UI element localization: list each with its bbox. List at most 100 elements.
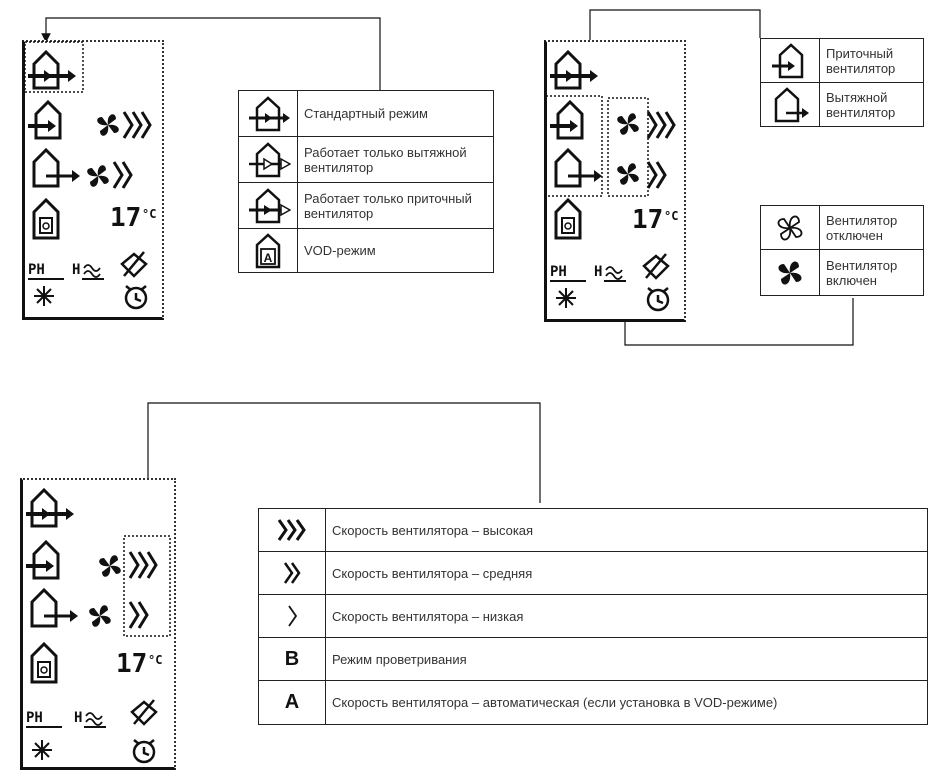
legend-row: Вытяжной вентилятор bbox=[760, 82, 924, 127]
supply-house-icon bbox=[550, 99, 584, 140]
fan-on-icon bbox=[617, 113, 639, 135]
mode-legend-table: Стандартный режим Работает только вытяжн… bbox=[238, 90, 494, 273]
display-2-content: 17 °C PH H bbox=[545, 49, 678, 312]
legend-row: Вентилятор включен bbox=[760, 249, 924, 296]
svg-text:A: A bbox=[264, 251, 273, 265]
legend-label: Режим проветривания bbox=[325, 637, 928, 681]
extract-fan-house-icon bbox=[760, 82, 820, 127]
speed-medium-icon bbox=[112, 161, 133, 189]
extract-house-icon bbox=[32, 147, 80, 188]
humidity-wave-icon bbox=[85, 712, 103, 726]
display-panel-2: 17 °C PH H bbox=[544, 40, 686, 322]
thermometer-house-icon bbox=[30, 641, 58, 684]
letter-a-icon: A bbox=[258, 680, 326, 725]
house-standard-mode-icon bbox=[238, 90, 298, 137]
display-3-content: 17 °C PH H bbox=[26, 487, 171, 764]
speed-high-icon bbox=[128, 551, 158, 579]
temperature-readout: 17 bbox=[116, 649, 147, 679]
house-standard-icon bbox=[28, 49, 76, 90]
speed-high-icon bbox=[122, 111, 152, 139]
speed-medium-icon bbox=[258, 551, 326, 595]
ph-label: PH bbox=[26, 710, 43, 726]
fan-state-legend-table: Вентилятор отключен Вентилятор включен bbox=[760, 205, 924, 296]
house-standard-icon bbox=[26, 487, 74, 528]
display-1-content: 17 °C PH H bbox=[24, 41, 156, 310]
fan-solid-on-icon bbox=[760, 249, 820, 296]
speed-high-icon bbox=[646, 111, 676, 139]
fan-outline-off-icon bbox=[760, 205, 820, 250]
speed-medium-icon bbox=[646, 161, 667, 189]
legend-label: Приточный вентилятор bbox=[819, 38, 924, 83]
speed-legend-table: Скорость вентилятора – высокая Скорость … bbox=[258, 508, 928, 725]
legend-row: Скорость вентилятора – высокая bbox=[258, 508, 928, 552]
thermometer-house-icon bbox=[32, 197, 60, 240]
extract-house-icon bbox=[30, 587, 78, 628]
speed-high-icon bbox=[258, 508, 326, 552]
house-vod-mode-icon: A bbox=[238, 228, 298, 273]
alarm-clock-icon bbox=[646, 287, 670, 312]
alarm-clock-icon bbox=[132, 739, 156, 764]
legend-label: Вентилятор включен bbox=[819, 249, 924, 296]
fan-on-icon bbox=[99, 555, 121, 577]
legend-row: A Скорость вентилятора – автоматическая … bbox=[258, 680, 928, 725]
fan-on-icon-2 bbox=[87, 165, 109, 187]
humidity-wave-icon bbox=[605, 266, 623, 280]
filter-icon bbox=[120, 251, 148, 278]
degree-c-icon: °C bbox=[148, 653, 162, 667]
alarm-clock-icon bbox=[124, 285, 148, 310]
legend-label: Стандартный режим bbox=[297, 90, 494, 137]
h-label: H bbox=[72, 262, 80, 278]
legend-label: Вентилятор отключен bbox=[819, 205, 924, 250]
legend-label: Скорость вентилятора – автоматическая (е… bbox=[325, 680, 928, 725]
snowflake-icon bbox=[556, 288, 576, 308]
ph-label: PH bbox=[28, 262, 45, 278]
legend-row: Работает только приточный вентилятор bbox=[238, 182, 494, 229]
legend-label: Работает только вытяжной вентилятор bbox=[297, 136, 494, 183]
legend-row: Стандартный режим bbox=[238, 90, 494, 137]
speed-medium-icon bbox=[128, 601, 149, 629]
temperature-readout: 17 bbox=[632, 205, 663, 235]
h-label: H bbox=[594, 264, 602, 280]
legend-row: Скорость вентилятора – средняя bbox=[258, 551, 928, 595]
ph-label: PH bbox=[550, 264, 567, 280]
fan-on-icon-2 bbox=[89, 605, 111, 627]
letter-b-icon: B bbox=[258, 637, 326, 681]
connector-speed bbox=[143, 402, 541, 537]
legend-label: Скорость вентилятора – высокая bbox=[325, 508, 928, 552]
h-label: H bbox=[74, 710, 82, 726]
display-panel-1: 17 °C PH H bbox=[22, 40, 164, 320]
degree-c-icon: °C bbox=[664, 209, 678, 223]
supply-fan-house-icon bbox=[760, 38, 820, 83]
house-supply-only-icon bbox=[238, 182, 298, 229]
legend-row: Вентилятор отключен bbox=[760, 205, 924, 250]
legend-label: Скорость вентилятора – средняя bbox=[325, 551, 928, 595]
legend-label: Вытяжной вентилятор bbox=[819, 82, 924, 127]
temperature-readout: 17 bbox=[110, 203, 141, 233]
legend-label: Работает только приточный вентилятор bbox=[297, 182, 494, 229]
fan-on-icon-2 bbox=[617, 163, 639, 185]
house-extract-only-icon bbox=[238, 136, 298, 183]
legend-row: Работает только вытяжной вентилятор bbox=[238, 136, 494, 183]
legend-label: Скорость вентилятора – низкая bbox=[325, 594, 928, 638]
filter-icon bbox=[642, 253, 670, 280]
legend-row: Скорость вентилятора – низкая bbox=[258, 594, 928, 638]
snowflake-icon bbox=[32, 740, 52, 760]
legend-row: Приточный вентилятор bbox=[760, 38, 924, 83]
display-panel-3: 17 °C PH H bbox=[20, 478, 176, 770]
supply-house-icon bbox=[26, 539, 60, 580]
legend-row: A VOD-режим bbox=[238, 228, 494, 273]
fan-on-icon bbox=[97, 114, 119, 136]
fan-type-legend-table: Приточный вентилятор Вытяжной вентилятор bbox=[760, 38, 924, 127]
filter-icon bbox=[130, 699, 158, 726]
snowflake-icon bbox=[34, 286, 54, 306]
legend-row: B Режим проветривания bbox=[258, 637, 928, 681]
supply-house-icon bbox=[28, 99, 62, 140]
extract-house-icon bbox=[554, 147, 602, 188]
speed-low-icon bbox=[258, 594, 326, 638]
degree-c-icon: °C bbox=[142, 207, 156, 221]
connector-mode bbox=[41, 17, 381, 90]
house-standard-icon bbox=[550, 49, 598, 90]
humidity-wave-icon bbox=[83, 264, 101, 278]
thermometer-house-icon bbox=[554, 197, 582, 240]
